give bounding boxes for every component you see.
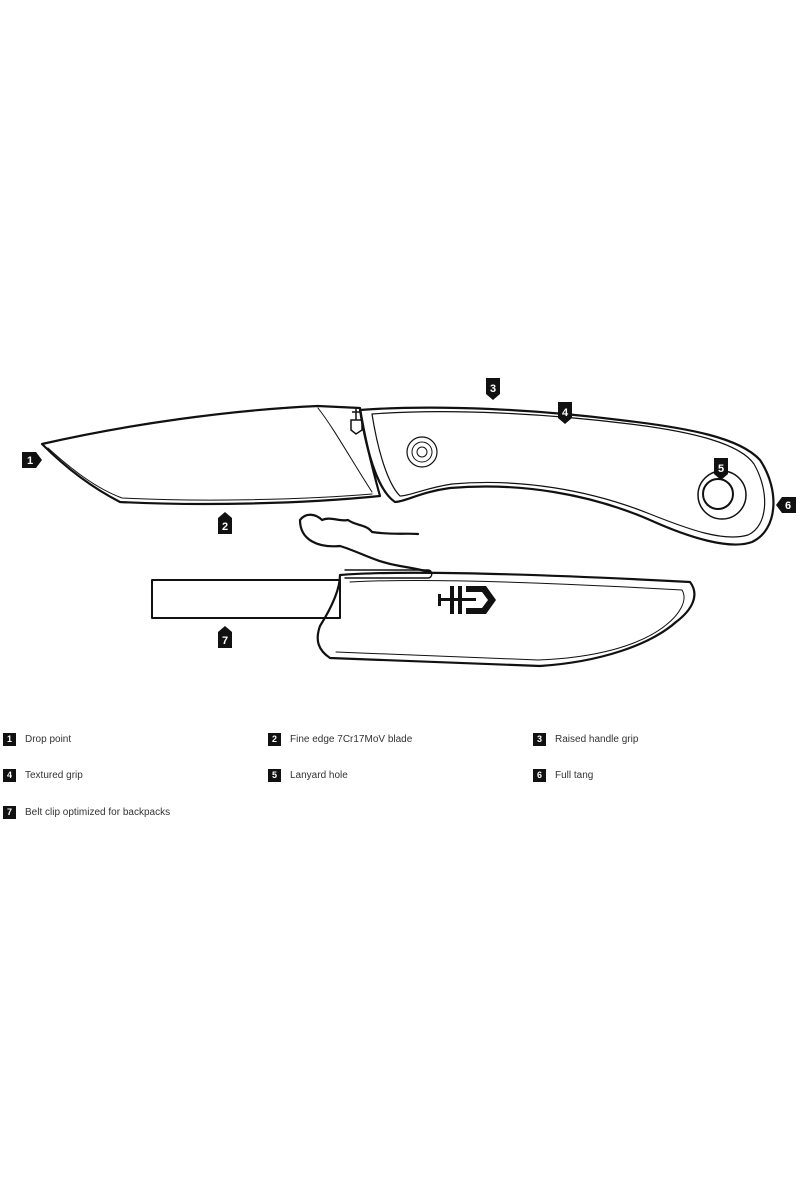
legend-item-1: 1 Drop point [3, 731, 71, 747]
callout-5: 5 [714, 458, 728, 480]
callout-1-num: 1 [27, 455, 33, 467]
legend-label-3: Raised handle grip [555, 733, 639, 745]
sheath-clip [298, 513, 432, 574]
legend-badge-7: 7 [3, 805, 16, 819]
legend-badge-6: 6 [533, 768, 546, 782]
gerber-logo-icon [438, 586, 496, 614]
sheath-outline [316, 571, 696, 668]
legend-badge-2: 2 [268, 732, 281, 746]
belt-clip [151, 579, 341, 619]
callout-1: 1 [22, 452, 42, 468]
callout-6-num: 6 [785, 500, 791, 512]
lanyard-hole-inner [702, 478, 734, 510]
legend-item-7: 7 Belt clip optimized for backpacks [3, 804, 170, 820]
legend-label-5: Lanyard hole [290, 769, 348, 781]
callout-7: 7 [218, 626, 232, 648]
callout-2-num: 2 [222, 521, 228, 533]
legend-badge-1: 1 [3, 732, 16, 746]
legend-label-7: Belt clip optimized for backpacks [25, 806, 171, 818]
rivet-outer [406, 436, 438, 468]
blade-outline [40, 404, 382, 506]
callout-3-num: 3 [490, 383, 496, 395]
legend-item-2: 2 Fine edge 7Cr17MoV blade [268, 731, 412, 747]
bolster-logo-icon [350, 408, 363, 435]
callout-4: 4 [558, 402, 572, 424]
callout-7-num: 7 [222, 635, 228, 647]
legend-label-1: Drop point [25, 733, 72, 745]
legend-badge-3: 3 [533, 732, 546, 746]
callout-3: 3 [486, 378, 500, 400]
legend-label-2: Fine edge 7Cr17MoV blade [290, 733, 413, 745]
handle-outline [358, 406, 775, 546]
callout-4-num: 4 [562, 407, 569, 419]
legend-item-4: 4 Textured grip [3, 767, 83, 783]
legend-label-6: Full tang [555, 769, 594, 781]
rivet-mid [411, 441, 433, 463]
legend-item-5: 5 Lanyard hole [268, 767, 348, 783]
legend-label-4: Textured grip [25, 769, 83, 781]
legend-item-3: 3 Raised handle grip [533, 731, 638, 747]
rivet-inner [416, 446, 428, 458]
handle-inner-line [371, 411, 766, 538]
legend-badge-5: 5 [268, 768, 281, 782]
blade-edge-line [47, 447, 373, 501]
legend-badge-4: 4 [3, 768, 16, 782]
blade-bevel-line [317, 407, 373, 493]
callout-5-num: 5 [718, 463, 724, 475]
sheath-inner-line [335, 579, 685, 661]
callout-6: 6 [776, 497, 796, 513]
knife-diagram: 1 2 3 4 5 6 7 [22, 378, 796, 668]
callout-2: 2 [218, 512, 232, 534]
belt-clip-slot [344, 569, 433, 579]
legend-item-6: 6 Full tang [533, 767, 593, 783]
